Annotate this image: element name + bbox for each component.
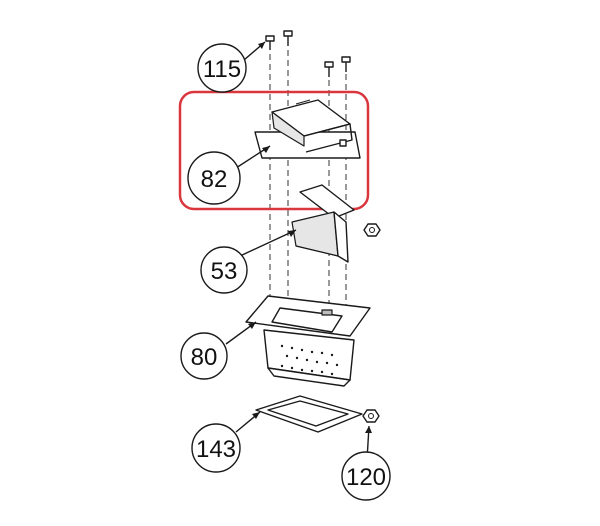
- callout-120: 120: [341, 451, 391, 501]
- nut-icon: [362, 409, 380, 423]
- screws-115: [265, 30, 351, 77]
- callout-label-120: 120: [346, 464, 386, 491]
- callout-label-80: 80: [191, 344, 218, 371]
- callout-82: 82: [187, 151, 241, 205]
- part-143-gasket: [255, 395, 363, 433]
- nut-icon: [363, 223, 381, 237]
- basket-vent-holes: [280, 344, 339, 376]
- highlight-box: [178, 90, 370, 211]
- part-53-guard: [291, 184, 355, 263]
- callout-53: 53: [200, 246, 248, 294]
- screw-icon: [324, 61, 334, 77]
- part-80-basket: [245, 295, 371, 387]
- callout-label-143: 143: [196, 436, 236, 463]
- screw-icon: [265, 35, 275, 50]
- callout-label-53: 53: [211, 258, 238, 285]
- assembly-lines: [269, 40, 347, 305]
- callout-label-82: 82: [201, 166, 228, 193]
- screw-icon: [283, 30, 293, 46]
- screw-icon: [341, 56, 351, 72]
- callout-label-115: 115: [203, 56, 241, 83]
- callout-143: 143: [191, 423, 241, 473]
- callout-115: 115: [197, 43, 247, 93]
- callout-80: 80: [180, 332, 228, 380]
- part-82-bracket: [254, 99, 361, 159]
